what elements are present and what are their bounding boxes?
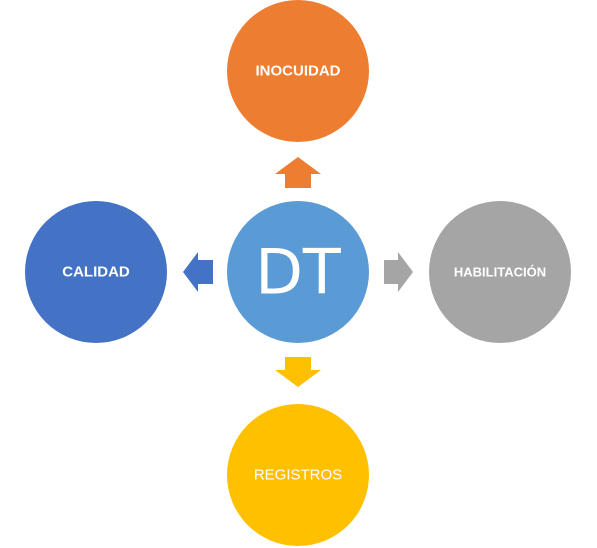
- node-habilitacion-circle: [429, 201, 571, 343]
- arrow-up-icon: [275, 157, 321, 188]
- node-calidad-label: CALIDAD: [62, 264, 130, 281]
- center-node: DT: [227, 201, 369, 343]
- node-registros: REGISTROS: [227, 404, 369, 546]
- arrow-right-icon: [384, 252, 413, 292]
- node-habilitacion-label: HABILITACIÓN: [454, 265, 546, 280]
- node-inocuidad-label: INOCUIDAD: [256, 63, 341, 80]
- node-habilitacion: HABILITACIÓN: [429, 201, 571, 343]
- node-registros-circle: [227, 404, 369, 546]
- center-circle: [227, 201, 369, 343]
- center-label: DT: [255, 236, 342, 309]
- node-inocuidad-circle: [227, 0, 369, 142]
- node-calidad: CALIDAD: [25, 201, 167, 343]
- node-calidad-circle: [25, 201, 167, 343]
- node-registros-label: REGISTROS: [254, 467, 342, 484]
- arrow-down-icon: [275, 357, 321, 387]
- node-inocuidad: INOCUIDAD: [227, 0, 369, 142]
- arrow-left-icon: [183, 252, 213, 292]
